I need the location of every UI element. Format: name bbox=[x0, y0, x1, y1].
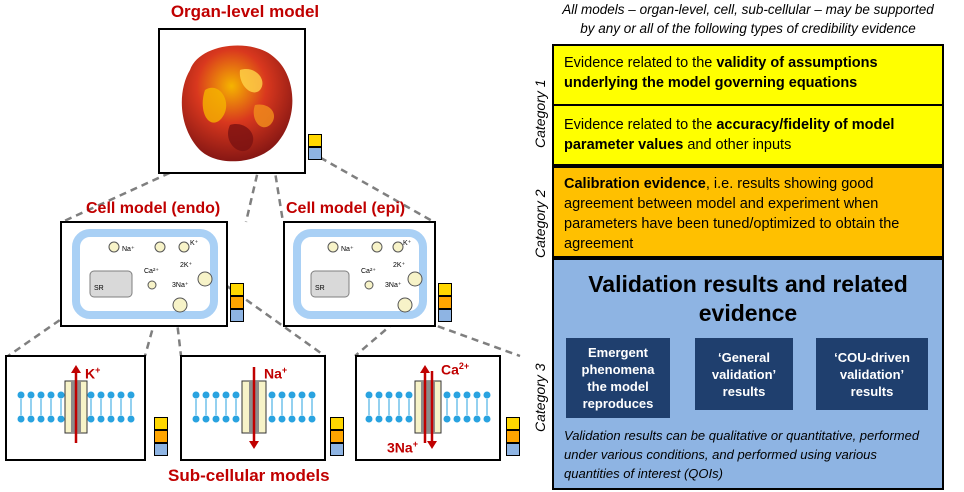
cell-endo-3na-label: 3Na⁺ bbox=[172, 282, 189, 289]
ca-ion-label: Ca2+ bbox=[441, 361, 469, 378]
sub-k-tab-blue bbox=[154, 443, 168, 456]
subcellular-k-channel-box: K+ bbox=[5, 355, 146, 461]
validation-box-emergent: Emergent phenomena the model reproduces bbox=[566, 338, 670, 418]
ca-ion-text: Ca bbox=[441, 361, 459, 378]
category1-item2-prefix: Evidence related to the bbox=[564, 117, 717, 133]
category3-footer: Validation results can be qualitative or… bbox=[564, 428, 920, 481]
category2-label: Category 2 bbox=[532, 189, 548, 258]
cell-endo-tab-orange bbox=[230, 296, 244, 309]
sub-na-tab-orange bbox=[330, 430, 344, 443]
cell-endo-ca-label: Ca²⁺ bbox=[144, 268, 159, 275]
validation-box-emergent-line1: Emergent bbox=[588, 345, 648, 360]
category1-item1-bold: validity of assumptions underlying the m… bbox=[564, 55, 878, 91]
validation-box-cou-line3: results bbox=[850, 383, 894, 399]
organ-tab-yellow bbox=[308, 134, 322, 147]
three-na-ion-text: 3Na bbox=[387, 439, 413, 456]
subcellular-ca-exchanger-box: Ca2+ 3Na+ bbox=[355, 355, 501, 461]
category3-title-line2: evidence bbox=[698, 300, 798, 326]
cell-endo-k-label: K⁺ bbox=[190, 240, 199, 247]
cell-endo-sr-label: SR bbox=[94, 285, 104, 292]
sub-k-tab-orange bbox=[154, 430, 168, 443]
organ-model-box bbox=[158, 28, 306, 174]
three-na-ion-sup: + bbox=[412, 439, 418, 449]
validation-box-emergent-line3: the model bbox=[587, 379, 649, 394]
ca-ion-sup: 2+ bbox=[458, 361, 470, 371]
category2-bold: Calibration evidence bbox=[564, 176, 706, 192]
sub-k-tab-yellow bbox=[154, 417, 168, 430]
evidence-header-line1: All models – organ-level, cell, sub-cell… bbox=[562, 2, 934, 17]
category1-item2-box: Evidence related to the accuracy/fidelit… bbox=[552, 104, 944, 166]
na-ion-label: Na+ bbox=[264, 365, 287, 382]
validation-box-emergent-line4: reproduces bbox=[582, 396, 654, 411]
validation-box-cou: ‘COU-driven validation’ results bbox=[816, 338, 928, 410]
category1-label: Category 1 bbox=[532, 79, 548, 148]
cell-endo-tab-yellow bbox=[230, 283, 244, 296]
cell-model-endo-box: Na⁺ K⁺ Ca²⁺ 2K⁺ 3Na⁺ SR bbox=[60, 221, 228, 327]
validation-box-cou-line2: validation’ bbox=[839, 366, 905, 382]
category2-rest: , i.e. results showing good agreement be… bbox=[564, 176, 900, 252]
sub-ca-tab-blue bbox=[506, 443, 520, 456]
heart-image bbox=[181, 45, 293, 162]
cell-epi-na-label: Na⁺ bbox=[341, 246, 354, 253]
cell-endo-2k-label: 2K⁺ bbox=[180, 262, 193, 269]
category3-title-line1: Validation results and related bbox=[588, 271, 908, 297]
subcellular-na-channel-box: Na+ bbox=[180, 355, 326, 461]
k-ion-label: K+ bbox=[85, 365, 100, 382]
three-na-ion-label: 3Na+ bbox=[387, 439, 418, 456]
cell-epi-tab-blue bbox=[438, 309, 452, 322]
validation-box-general-line3: results bbox=[722, 383, 766, 399]
sub-ca-tab-orange bbox=[506, 430, 520, 443]
category1-item2-suffix: and other inputs bbox=[683, 137, 792, 153]
validation-box-general-line2: validation’ bbox=[711, 366, 777, 382]
cell-model-epi-box: Na⁺ K⁺ Ca²⁺ 2K⁺ 3Na⁺ SR bbox=[283, 221, 436, 327]
sub-ca-tab-yellow bbox=[506, 417, 520, 430]
category1-item1-text: Evidence related to the validity of assu… bbox=[564, 53, 932, 93]
na-ion-text: Na bbox=[264, 365, 282, 382]
cell-model-endo-title: Cell model (endo) bbox=[86, 200, 221, 217]
cell-epi-tab-orange bbox=[438, 296, 452, 309]
category3-box: Validation results and related evidence … bbox=[552, 258, 944, 490]
cell-epi-k-label: K⁺ bbox=[403, 240, 412, 247]
organ-tab-blue bbox=[308, 147, 322, 160]
category1-item2-text: Evidence related to the accuracy/fidelit… bbox=[564, 115, 932, 155]
cell-epi-tab-yellow bbox=[438, 283, 452, 296]
sub-na-tab-blue bbox=[330, 443, 344, 456]
category1-item1-box: Evidence related to the validity of assu… bbox=[552, 44, 944, 106]
cell-endo-na-label: Na⁺ bbox=[122, 246, 135, 253]
evidence-header: All models – organ-level, cell, sub-cell… bbox=[538, 0, 958, 38]
validation-box-general: ‘General validation’ results bbox=[695, 338, 793, 410]
cell-endo-tab-blue bbox=[230, 309, 244, 322]
cell-model-epi-title: Cell model (epi) bbox=[286, 200, 406, 217]
k-ion-sup: + bbox=[95, 365, 101, 375]
cell-epi-2k-label: 2K⁺ bbox=[393, 262, 406, 269]
category1-item2-bold: accuracy/fidelity of model parameter val… bbox=[564, 117, 895, 153]
category1-item1-prefix: Evidence related to the bbox=[564, 55, 717, 71]
organ-level-title: Organ-level model bbox=[170, 2, 320, 21]
evidence-header-line2: by any or all of the following types of … bbox=[580, 21, 916, 36]
sub-na-tab-yellow bbox=[330, 417, 344, 430]
cell-epi-sr-label: SR bbox=[315, 285, 325, 292]
subcellular-models-title: Sub-cellular models bbox=[168, 466, 330, 485]
na-ion-sup: + bbox=[281, 365, 288, 375]
k-ion-text: K bbox=[85, 365, 96, 382]
cell-epi-3na-label: 3Na⁺ bbox=[385, 282, 402, 289]
category3-title: Validation results and related evidence bbox=[554, 270, 942, 328]
validation-box-emergent-line2: phenomena bbox=[581, 362, 655, 377]
validation-box-general-line1: ‘General bbox=[717, 349, 770, 365]
category2-box: Calibration evidence, i.e. results showi… bbox=[552, 166, 944, 258]
cell-epi-ca-label: Ca²⁺ bbox=[361, 268, 376, 275]
category2-text: Calibration evidence, i.e. results showi… bbox=[564, 174, 932, 254]
category3-label: Category 3 bbox=[532, 363, 548, 432]
validation-box-cou-line1: ‘COU-driven bbox=[834, 349, 910, 365]
